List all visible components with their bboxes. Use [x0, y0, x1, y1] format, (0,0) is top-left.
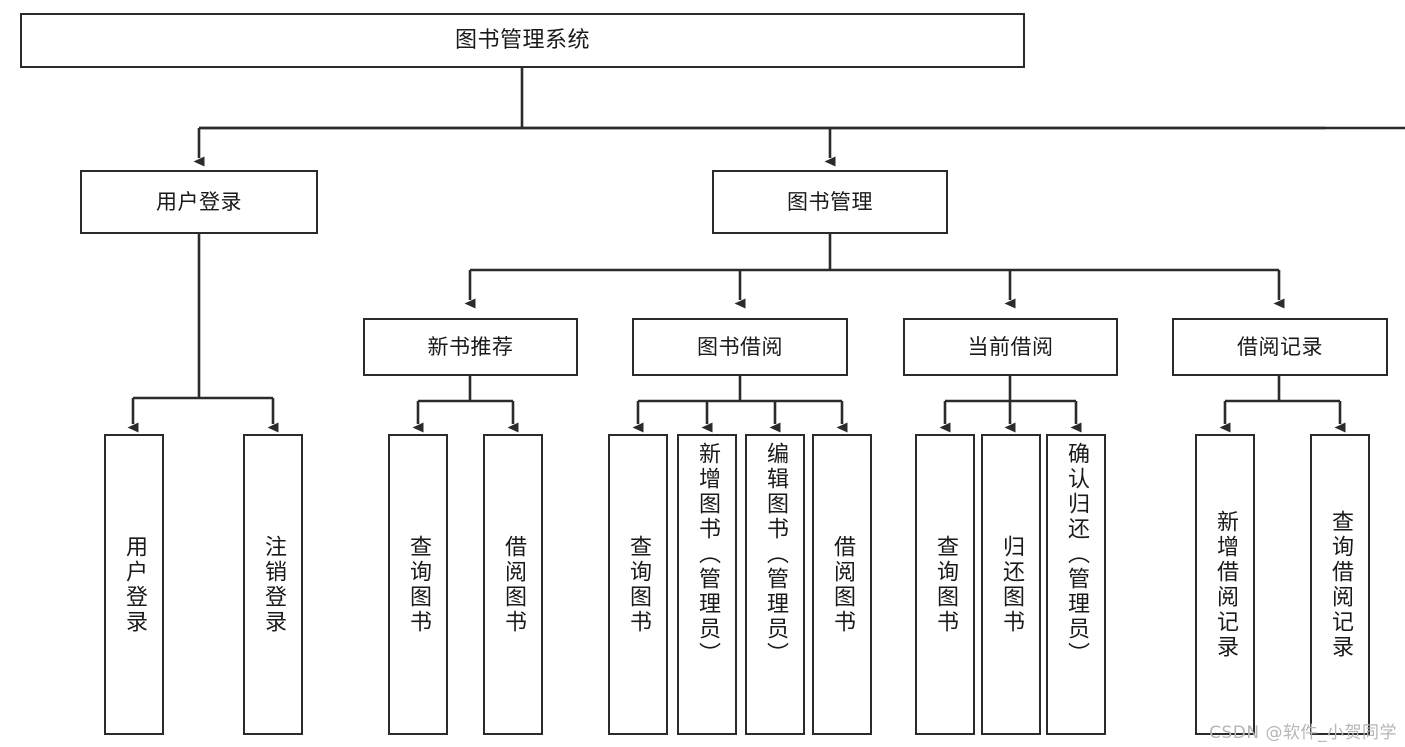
- leaf-borrow-record-add-label: 新增借阅记录: [1213, 509, 1238, 660]
- leaf-book-borrow-edit-label: 编辑图书（管理员）: [763, 442, 788, 667]
- leaf-user-login-signout-label: 注销登录: [261, 534, 286, 635]
- node-root[interactable]: 图书管理系统: [20, 13, 1025, 68]
- leaf-current-borrow-return[interactable]: 归还图书: [981, 434, 1041, 735]
- node-borrow-record[interactable]: 借阅记录: [1172, 318, 1388, 376]
- leaf-current-borrow-query-label: 查询图书: [933, 534, 958, 635]
- watermark: CSDN @软件_小贺同学: [1209, 723, 1397, 743]
- leaf-new-book-borrow-label: 借阅图书: [501, 534, 526, 635]
- leaf-borrow-record-add[interactable]: 新增借阅记录: [1195, 434, 1255, 735]
- node-user-login[interactable]: 用户登录: [80, 170, 318, 234]
- leaf-new-book-borrow[interactable]: 借阅图书: [483, 434, 543, 735]
- node-new-book-recommend-label: 新书推荐: [427, 334, 514, 359]
- leaf-current-borrow-confirm-return-label: 确认归还（管理员）: [1064, 442, 1089, 667]
- node-book-management-label: 图书管理: [787, 189, 873, 214]
- leaf-book-borrow-query[interactable]: 查询图书: [608, 434, 668, 735]
- leaf-current-borrow-return-label: 归还图书: [999, 534, 1024, 635]
- leaf-current-borrow-confirm-return[interactable]: 确认归还（管理员）: [1046, 434, 1106, 735]
- leaf-book-borrow-add[interactable]: 新增图书（管理员）: [677, 434, 737, 735]
- node-root-label: 图书管理系统: [454, 27, 590, 53]
- leaf-new-book-query-label: 查询图书: [406, 534, 431, 635]
- leaf-book-borrow-add-label: 新增图书（管理员）: [695, 442, 720, 667]
- leaf-borrow-record-query[interactable]: 查询借阅记录: [1310, 434, 1370, 735]
- leaf-borrow-record-query-label: 查询借阅记录: [1328, 509, 1353, 660]
- node-user-login-label: 用户登录: [156, 189, 242, 214]
- leaf-book-borrow-edit[interactable]: 编辑图书（管理员）: [745, 434, 805, 735]
- node-book-borrow[interactable]: 图书借阅: [632, 318, 848, 376]
- leaf-new-book-query[interactable]: 查询图书: [388, 434, 448, 735]
- leaf-book-borrow-lend[interactable]: 借阅图书: [812, 434, 872, 735]
- node-borrow-record-label: 借阅记录: [1237, 334, 1323, 359]
- leaf-user-login-signin[interactable]: 用户登录: [104, 434, 164, 735]
- node-current-borrow-label: 当前借阅: [967, 334, 1054, 359]
- node-book-management[interactable]: 图书管理: [712, 170, 948, 234]
- node-current-borrow[interactable]: 当前借阅: [903, 318, 1118, 376]
- node-book-borrow-label: 图书借阅: [697, 334, 783, 359]
- leaf-book-borrow-query-label: 查询图书: [626, 534, 651, 635]
- node-new-book-recommend[interactable]: 新书推荐: [363, 318, 578, 376]
- leaf-user-login-signout[interactable]: 注销登录: [243, 434, 303, 735]
- leaf-book-borrow-lend-label: 借阅图书: [830, 534, 855, 635]
- leaf-current-borrow-query[interactable]: 查询图书: [915, 434, 975, 735]
- leaf-user-login-signin-label: 用户登录: [122, 534, 147, 635]
